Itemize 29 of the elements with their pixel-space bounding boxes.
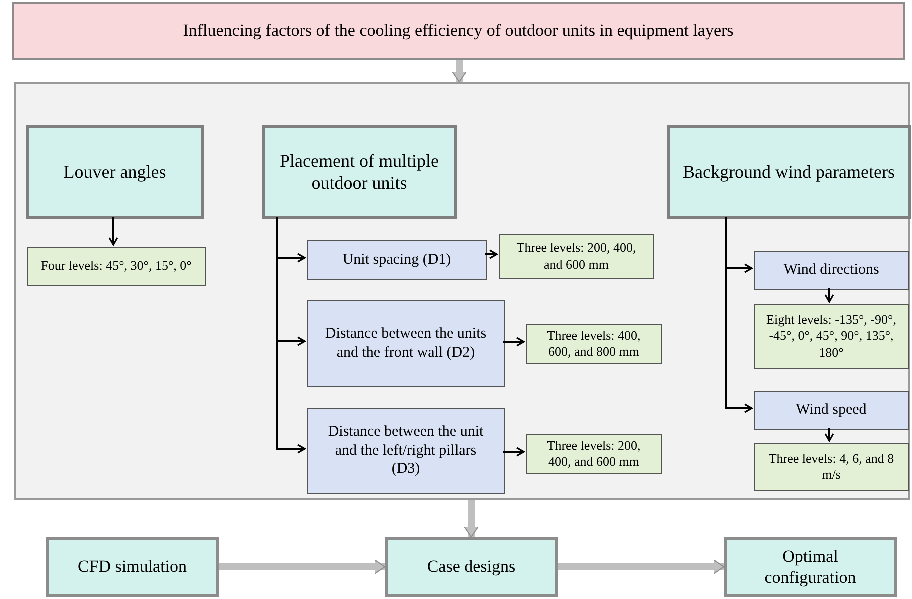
factors-panel xyxy=(14,82,910,500)
arrow xyxy=(824,288,834,303)
factor-box: Distance between the unit and the left/right pillars (D3) xyxy=(307,408,505,494)
levels-box: Three levels: 200, 400, and 600 mm xyxy=(499,234,654,279)
levels-box: Eight levels: -135°, -90°, -45°, 0°, 45°, 90°, 135°, 180° xyxy=(754,304,909,369)
category-box: Background wind parameters xyxy=(667,125,911,219)
arrow xyxy=(503,447,525,457)
factor-box: Unit spacing (D1) xyxy=(307,240,487,280)
factor-box: Wind speed xyxy=(754,391,909,430)
title-box: Influencing factors of the cooling efficiency of outdoor units in equipment layers xyxy=(12,2,905,60)
levels-box: Three levels: 200, 400, and 600 mm xyxy=(526,434,662,474)
arrow xyxy=(824,428,834,442)
process-box: CFD simulation xyxy=(46,537,219,597)
arrow xyxy=(108,217,118,246)
factor-box: Distance between the units and the front wall (D2) xyxy=(307,300,505,387)
block-arrow xyxy=(464,500,479,538)
arrow xyxy=(485,250,498,260)
arrow xyxy=(503,337,525,347)
levels-box: Four levels: 45°, 30°, 15°, 0° xyxy=(27,247,206,286)
block-arrow xyxy=(219,560,386,574)
process-box: Optimal configuration xyxy=(724,537,897,597)
block-arrow xyxy=(452,60,467,82)
levels-box: Three levels: 400, 600, and 800 mm xyxy=(526,324,662,364)
category-box: Louver angles xyxy=(26,125,204,219)
process-box: Case designs xyxy=(385,537,558,597)
levels-box: Three levels: 4, 6, and 8 m/s xyxy=(754,443,909,491)
block-arrow xyxy=(558,560,724,574)
factor-box: Wind directions xyxy=(754,251,909,290)
category-box: Placement of multiple outdoor units xyxy=(262,125,457,219)
